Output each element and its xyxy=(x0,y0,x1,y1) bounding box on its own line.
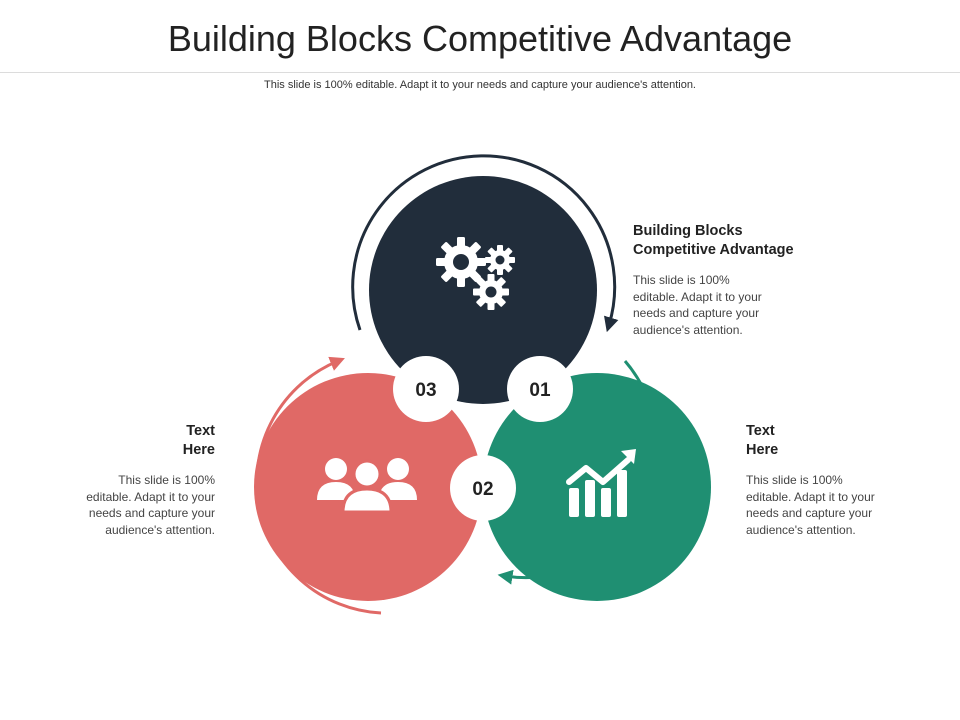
text-block-body: This slide is 100% editable. Adapt it to… xyxy=(86,473,215,537)
badge-03: 03 xyxy=(393,356,459,422)
growth-chart-icon xyxy=(566,449,636,517)
text-block-heading: Text Here xyxy=(746,423,779,458)
gears-icon xyxy=(436,237,515,310)
text-block-top-right: Building Blocks Competitive Advantage Th… xyxy=(633,222,833,338)
badge-number-03: 03 xyxy=(415,380,436,401)
team-icon xyxy=(317,458,417,514)
badge-number-01: 01 xyxy=(529,380,551,401)
slide-subtitle: This slide is 100% editable. Adapt it to… xyxy=(264,79,696,91)
badge-01: 01 xyxy=(507,356,573,422)
badge-number-02: 02 xyxy=(472,479,493,500)
title-divider xyxy=(0,72,960,73)
dark-cycle-arrow xyxy=(351,154,619,333)
text-block-body: This slide is 100% editable. Adapt it to… xyxy=(746,473,875,537)
circle-green xyxy=(483,373,711,601)
text-block-heading: Building Blocks Competitive Advantage xyxy=(633,223,794,258)
slide-title: Building Blocks Competitive Advantage xyxy=(167,18,793,59)
text-block-heading: Text Here xyxy=(182,423,215,458)
text-block-left: Text Here This slide is 100% editable. A… xyxy=(60,422,215,538)
text-block-body: This slide is 100% editable. Adapt it to… xyxy=(633,273,762,337)
badge-02: 02 xyxy=(450,455,516,521)
text-block-right: Text Here This slide is 100% editable. A… xyxy=(746,422,906,538)
